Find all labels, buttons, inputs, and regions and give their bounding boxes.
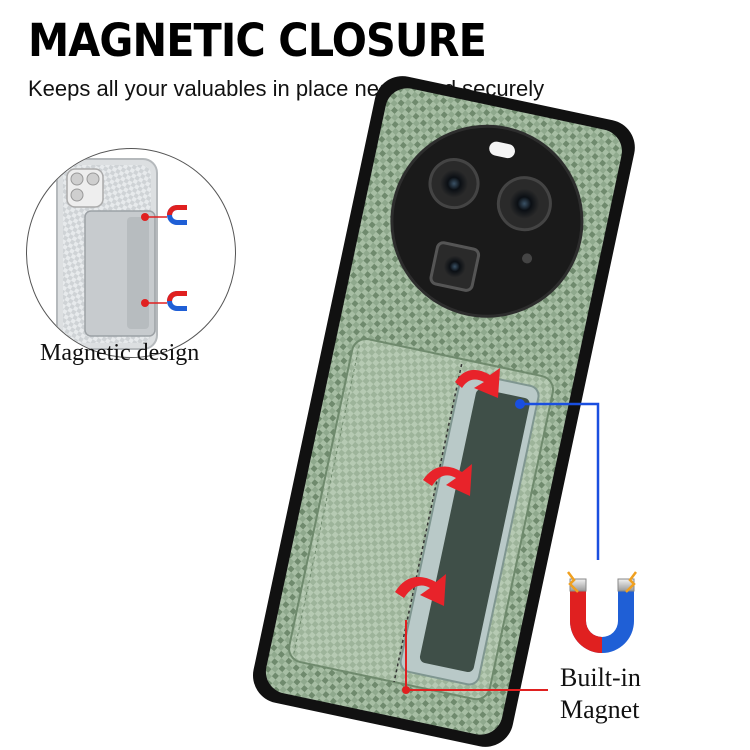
built-in-label-line2: Magnet	[560, 695, 640, 724]
magnet-leader-line	[515, 399, 600, 560]
built-in-label-line1: Built-in	[560, 663, 641, 692]
horseshoe-magnet-icon	[569, 578, 635, 653]
inset-caption: Magnetic design	[40, 340, 200, 366]
magnetic-design-inset	[26, 148, 236, 358]
curved-arrow-icon	[395, 574, 446, 606]
phone-case	[252, 76, 635, 747]
horseshoe-magnet-icon	[167, 291, 187, 311]
spark-icon	[567, 571, 637, 593]
built-in-magnet-label: Built-in Magnet	[560, 662, 641, 726]
inset-illustration	[56, 158, 187, 350]
label-leader-line	[402, 620, 548, 694]
page-title: MAGNETIC CLOSURE	[28, 14, 487, 67]
card-slot-inner	[419, 388, 530, 673]
flash-icon	[489, 141, 515, 159]
horseshoe-magnet-icon	[167, 205, 187, 225]
curved-arrow-icon	[423, 464, 472, 496]
curved-arrow-icon	[455, 368, 500, 398]
